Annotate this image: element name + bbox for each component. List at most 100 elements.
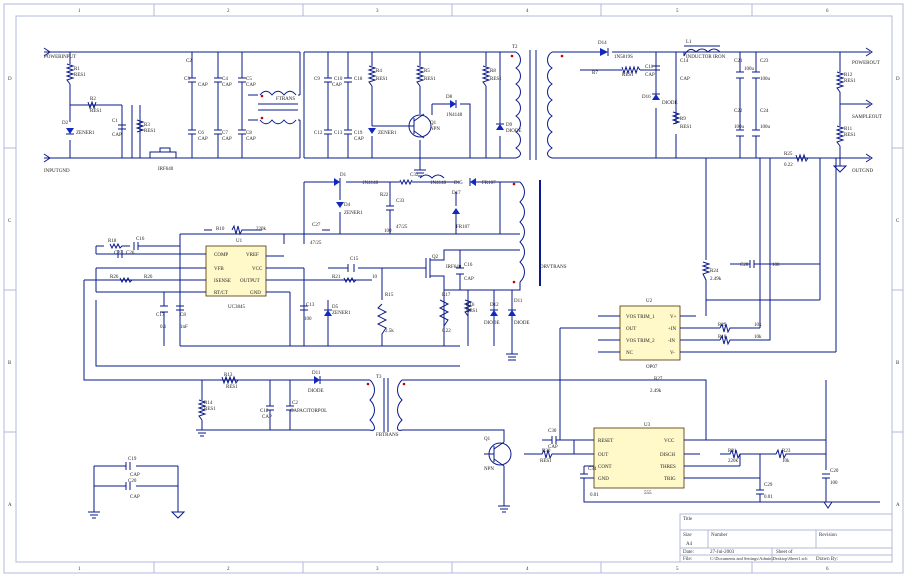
row-label-a: A (8, 503, 12, 508)
ne555-pin-trig: TRIG (664, 477, 676, 482)
label-d4: D4 (344, 203, 351, 208)
row-label-c-right: C (896, 219, 900, 224)
label-c33v: 47/25 (396, 225, 408, 230)
label-c23v: C26 (126, 251, 135, 256)
uc3845-controller (83, 224, 460, 381)
label-d11b: D11 (312, 371, 321, 376)
label-c19v2: CAP (130, 473, 140, 478)
label-uc3845: UC3845 (228, 305, 245, 310)
row-label-c: C (8, 219, 12, 224)
label-c17: C17 (156, 313, 165, 318)
date-value: 27-Jul-2003 (710, 550, 735, 555)
label-sampleout: SAMPLEOUT (852, 115, 882, 120)
label-c7: C7 (222, 131, 228, 136)
uc3845-pin-vref: VREF (246, 253, 259, 258)
uc3845-pin-rtct: RT/CT (214, 291, 228, 296)
mosfet-stage (372, 249, 521, 361)
label-c29v: 0.01 (764, 495, 773, 500)
output-section (560, 45, 873, 173)
size-label: Size (683, 533, 692, 538)
col-label-6: 6 (826, 9, 829, 14)
op07-pin-vostrim2: VOS TRIM_2 (626, 339, 655, 344)
q4-switch (410, 429, 512, 513)
label-c13: C13 (334, 131, 343, 136)
label-c30: C30 (548, 429, 557, 434)
label-npn-q1: NPN (430, 127, 440, 132)
feedback-transformer (84, 375, 560, 434)
label-r25v: 0.22 (784, 163, 793, 168)
label-c14v: CAP (680, 77, 690, 82)
ne555-pin-gnd: GND (598, 477, 609, 482)
uc3845-pin-vfb: VFB (214, 267, 224, 272)
label-d2: D2 (62, 121, 69, 126)
label-r15: R15 (385, 293, 394, 298)
label-1n4148-d8: 1N4148 (446, 113, 463, 118)
title-label: Title (683, 517, 693, 522)
label-c12: C12 (314, 131, 323, 136)
frame-ticks (4, 4, 903, 573)
op07-pin-nc: NC (626, 351, 634, 356)
ne555-pin-reset: RESET (598, 439, 613, 444)
label-555: 555 (644, 491, 652, 496)
label-powerinput: POWERINPUT (44, 55, 76, 60)
label-c12v: CAP (262, 415, 272, 420)
label-c28v: 100 (772, 263, 780, 268)
label-r13v2: RES1 (226, 385, 238, 390)
label-c2b: C2 (292, 401, 298, 406)
label-r30: R30 (542, 449, 551, 454)
label-fr107-d17: FR107 (456, 225, 470, 230)
label-1n4148-d13: 1N4148 (430, 181, 447, 186)
label-c20v: 100 (830, 481, 838, 486)
file-label: File: (683, 557, 692, 562)
number-label: Number (711, 533, 728, 538)
title-block: Title Size A4 Number Revision Date: 27-J… (679, 513, 893, 563)
label-c22v: 100u (734, 125, 745, 130)
label-c11v: CAP (645, 73, 655, 78)
row-label-d: D (8, 77, 12, 82)
row-label-a-right: A (896, 503, 900, 508)
label-c24: C24 (760, 109, 769, 114)
col-label-1: 1 (78, 9, 81, 14)
label-c19: C19 (354, 131, 363, 136)
op07-pin-minusin: -IN (668, 339, 675, 344)
uc3845-pin-comp: COMP (214, 253, 228, 258)
label-zener-d3: ZENER1 (378, 131, 397, 136)
label-r12: R12 (844, 73, 853, 78)
label-c23: C23 (760, 59, 769, 64)
label-diode-d11b: DIODE (308, 389, 324, 394)
label-c19b: C19 (128, 457, 137, 462)
label-c5: C5 (246, 77, 252, 82)
col-label-1-bottom: 1 (78, 567, 81, 572)
label-r22: R22 (380, 193, 389, 198)
size-value: A4 (686, 542, 693, 547)
label-c33: C33 (396, 199, 405, 204)
label-zener-d5: ZENER1 (332, 311, 351, 316)
label-r16v: RES1 (466, 309, 478, 314)
label-r25: R25 (784, 152, 793, 157)
label-d16: D16 (642, 95, 651, 100)
label-u2: U2 (646, 299, 653, 304)
ne555-pin-thres: THRES (660, 465, 676, 470)
label-r4: R4 (376, 69, 382, 74)
ground-symbols (196, 359, 516, 437)
label-c34v: 0.01 (590, 493, 599, 498)
label-c10v: CAP (332, 83, 342, 88)
label-c19v: CAP (354, 137, 364, 142)
label-d8: D8 (446, 95, 453, 100)
label-c4: C4 (222, 77, 228, 82)
label-r2v: RES1 (90, 109, 102, 114)
label-r1: R1 (74, 67, 80, 72)
label-c23v: 100u (760, 77, 771, 82)
label-c27: C27 (312, 223, 321, 228)
label-c2: C2 (186, 59, 192, 64)
label-r3v: RES1 (144, 129, 156, 134)
op07-feedback (559, 158, 837, 380)
label-c34: C34 (588, 467, 597, 472)
label-u3: U3 (644, 423, 651, 428)
label-r14b: 2.49k (650, 389, 662, 394)
label-r16: R16 (466, 303, 475, 308)
revision-label: Revision (819, 533, 837, 538)
ne555-timer (524, 379, 880, 509)
label-r1v: RES1 (74, 73, 86, 78)
